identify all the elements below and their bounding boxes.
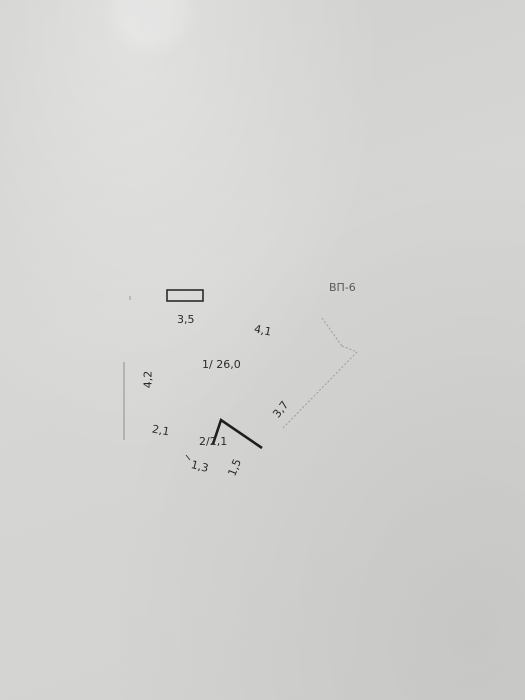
dimension-top-right: 4,1	[252, 322, 273, 339]
dim-tick-a	[185, 454, 191, 461]
right-wall-top	[321, 317, 343, 347]
dimension-bottom-a: 1,3	[189, 458, 210, 475]
right-wall-corner	[341, 345, 358, 353]
dimension-top: 3,5	[177, 313, 195, 326]
small-room-wall	[211, 417, 263, 450]
diagonal-wall-line	[282, 351, 358, 429]
room-small-label: 2/2,1	[199, 435, 228, 448]
dimension-left-lower: 2,1	[151, 422, 171, 439]
dimension-left: 4,2	[141, 370, 155, 389]
room-main-label: 1/ 26,0	[202, 358, 241, 371]
sheet-code: ВП-6	[329, 281, 356, 294]
window-mark	[166, 289, 204, 302]
